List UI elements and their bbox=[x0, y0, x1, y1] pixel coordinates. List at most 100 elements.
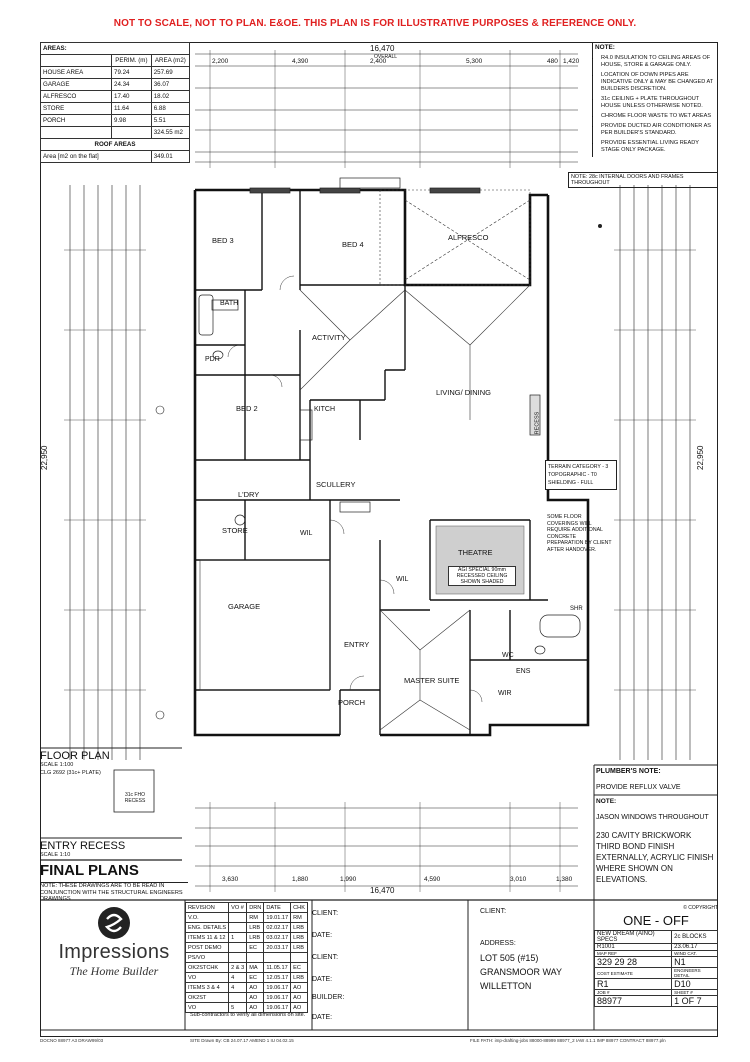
rev-cell: ITEMS 3 & 4 bbox=[184, 982, 230, 993]
rev-header: VO # bbox=[228, 902, 248, 913]
room-label-garage: GARAGE bbox=[228, 602, 261, 611]
cost-label: COST ESTIMATE bbox=[593, 967, 673, 979]
row-perim: 17.40 bbox=[111, 90, 152, 103]
floor-plan-scale: SCALE 1:100 bbox=[40, 762, 74, 768]
rev-cell bbox=[228, 952, 248, 963]
dim-label: 2,200 bbox=[212, 58, 229, 65]
row-area: 5.51 bbox=[150, 114, 191, 127]
dim-label: 4,590 bbox=[424, 876, 441, 883]
structural-note: NOTE: THESE DRAWINGS ARE TO BE READ IN C… bbox=[40, 882, 188, 903]
engineer-value: D10 bbox=[671, 978, 718, 990]
areas-total: 324.55 m2 bbox=[150, 126, 191, 139]
rev-cell: RM bbox=[290, 912, 308, 923]
signoff-date-3[interactable]: DATE: bbox=[312, 1014, 333, 1021]
footer-docno: DOCNO 88977 A3 DRAW99/03 bbox=[40, 1038, 104, 1043]
rev-cell: 4 bbox=[228, 982, 248, 993]
room-label-master: MASTER SUITE bbox=[404, 676, 460, 685]
footer-drawn: SITE Drawn By: CB 24.07.17 AMEND 1 IU 04… bbox=[190, 1038, 294, 1043]
brick-note: 230 CAVITY BRICKWORK THIRD BOND FINISH E… bbox=[596, 831, 714, 884]
room-label-entry: ENTRY bbox=[344, 640, 370, 649]
room-label-theatre: THEATRE bbox=[458, 548, 493, 557]
rev-cell: LRB bbox=[246, 922, 265, 933]
dim-label: 480 bbox=[547, 58, 558, 65]
room-label-alfresco: ALFRESCO bbox=[448, 233, 489, 242]
rev-cell: V.O. bbox=[184, 912, 230, 923]
signoff-builder[interactable]: BUILDER: bbox=[312, 994, 345, 1001]
address-line2: GRANSMOOR WAY bbox=[480, 967, 563, 977]
signoff-client-1[interactable]: CLIENT: bbox=[312, 910, 339, 917]
dim-label: 1,880 bbox=[292, 876, 309, 883]
roof-title: ROOF AREAS bbox=[40, 138, 190, 151]
row-name: ALFRESCO bbox=[40, 90, 112, 103]
dim-label: 4,390 bbox=[292, 58, 309, 65]
brick-note-title: NOTE: bbox=[596, 798, 617, 805]
wind-cat: N1 bbox=[671, 956, 718, 968]
rev-cell: LRB bbox=[246, 932, 265, 943]
terrain-category: TERRAIN CATEGORY - 3 bbox=[548, 464, 609, 470]
rev-cell: VO bbox=[184, 972, 230, 983]
entry-recess-title: ENTRY RECESS bbox=[40, 840, 126, 852]
job-title: ONE - OFF bbox=[623, 913, 689, 928]
signoff-date-2[interactable]: DATE: bbox=[312, 976, 333, 983]
row-perim: 79.24 bbox=[111, 66, 152, 79]
room-label-wil2: WIL bbox=[396, 576, 409, 583]
recess-note: 31c FHO RECESS bbox=[124, 792, 146, 804]
rev-cell: POST DEMO bbox=[184, 942, 230, 953]
room-label-recess: RECESS bbox=[534, 411, 541, 435]
room-label-bed3: BED 3 bbox=[212, 236, 234, 245]
rev-cell bbox=[228, 942, 248, 953]
rev-cell: 11.05.17 bbox=[263, 962, 292, 973]
job-number: 88977 bbox=[593, 995, 673, 1007]
table-row: PS/VO bbox=[184, 952, 308, 963]
rev-cell: ITEMS 11 & 12 bbox=[184, 932, 230, 943]
ceiling-height: CLG 2692 (31c+ PLATE) bbox=[40, 770, 101, 776]
company-logo: Impressions The Home Builder bbox=[44, 905, 184, 979]
job-info-block: © COPYRIGHT ONE - OFF NEW DREAM (AINO) S… bbox=[593, 905, 718, 1007]
signoff-date-1[interactable]: DATE: bbox=[312, 932, 333, 939]
dim-label: 1,380 bbox=[556, 876, 573, 883]
final-plans-title: FINAL PLANS bbox=[40, 862, 139, 879]
company-logo-mark bbox=[98, 907, 130, 939]
general-notes: NOTE: R4.0 INSULATION TO CEILING AREAS O… bbox=[592, 42, 719, 157]
note-item: LOCATION OF DOWN PIPES ARE INDICATIVE ON… bbox=[601, 72, 719, 93]
rev-cell: AO bbox=[246, 982, 265, 993]
rev-cell: EC bbox=[246, 942, 265, 953]
dim-label: 2,400 bbox=[370, 58, 387, 65]
job-date: 23.06.17 bbox=[671, 943, 718, 951]
room-label-bath: BATH bbox=[220, 300, 239, 307]
address-label: ADDRESS: bbox=[480, 940, 516, 947]
plumber-note-title: PLUMBER'S NOTE: bbox=[596, 768, 661, 775]
rev-cell: AO bbox=[290, 1002, 308, 1013]
signoff-client-2[interactable]: CLIENT: bbox=[312, 954, 339, 961]
blocks: 2c BLOCKS bbox=[671, 930, 718, 944]
rev-header: REVISION bbox=[184, 902, 230, 913]
room-label-porch: PORCH bbox=[338, 698, 366, 707]
doors-note: NOTE: 28c INTERNAL DOORS AND FRAMES THRO… bbox=[568, 172, 718, 188]
rev-header: DRN bbox=[246, 902, 265, 913]
rev-cell: AO bbox=[246, 992, 265, 1003]
address-line3: WILLETTON bbox=[480, 981, 532, 991]
room-label-ens: ENS bbox=[516, 668, 531, 675]
footer-filepath: FILE PATH: imp-drafting-jobs 88000-88999… bbox=[470, 1038, 666, 1043]
theatre-ceiling-note: AGI SPECIAL 90mm RECESSED CEILING SHOWN … bbox=[448, 566, 516, 586]
specs: NEW DREAM (AINO) SPECS bbox=[593, 930, 673, 944]
rev-cell: MA bbox=[246, 962, 265, 973]
drawing-sheet bbox=[40, 42, 718, 1037]
room-label-wir: WIR bbox=[498, 690, 512, 697]
rev-cell bbox=[228, 912, 248, 923]
col-area: AREA (m2) bbox=[150, 54, 191, 67]
roof-value: 349.01 bbox=[150, 150, 191, 163]
note-item: PROVIDE DUCTED AIR CONDITIONER AS PER BU… bbox=[601, 123, 719, 137]
notes-title: NOTE: bbox=[595, 44, 615, 51]
rev-cell: OK2STCHK bbox=[184, 962, 230, 973]
row-name: STORE bbox=[40, 102, 112, 115]
plumber-note: PROVIDE REFLUX VALVE bbox=[596, 784, 681, 791]
